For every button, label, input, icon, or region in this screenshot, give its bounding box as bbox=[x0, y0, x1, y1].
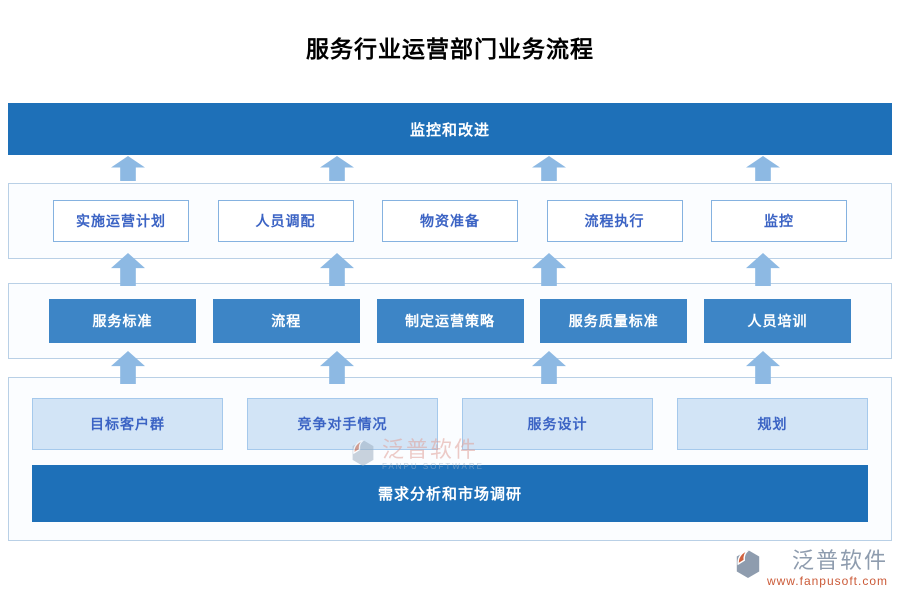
up-arrow-icon bbox=[746, 351, 780, 384]
node-target-customers: 目标客户群 bbox=[32, 398, 223, 450]
research-layer: 目标客户群 竞争对手情况 服务设计 规划 需求分析和市场调研 bbox=[8, 377, 892, 541]
up-arrow-icon bbox=[746, 156, 780, 181]
node-material-prep: 物资准备 bbox=[382, 200, 518, 242]
footer-brand: 泛普软件 bbox=[791, 548, 888, 573]
footer-logo: 泛普软件 www.fanpusoft.com bbox=[734, 548, 888, 588]
up-arrow-icon bbox=[111, 156, 145, 181]
node-demand-analysis: 需求分析和市场调研 bbox=[32, 465, 868, 522]
node-staff-allocation: 人员调配 bbox=[217, 200, 354, 242]
up-arrow-icon bbox=[320, 253, 354, 286]
node-operation-strategy: 制定运营策略 bbox=[376, 299, 524, 343]
node-monitor-improve: 监控和改进 bbox=[8, 103, 892, 155]
up-arrow-icon bbox=[320, 351, 354, 384]
footer-url-link[interactable]: www.fanpusoft.com bbox=[766, 574, 888, 588]
node-planning: 规划 bbox=[677, 398, 868, 450]
node-staff-training: 人员培训 bbox=[704, 299, 851, 343]
node-service-design: 服务设计 bbox=[462, 398, 653, 450]
execution-layer: 实施运营计划 人员调配 物资准备 流程执行 监控 bbox=[8, 183, 892, 259]
up-arrow-icon bbox=[320, 156, 354, 181]
arrow-row-top bbox=[0, 156, 900, 181]
fanpu-logo-icon bbox=[734, 548, 762, 585]
node-service-standard: 服务标准 bbox=[49, 299, 196, 343]
standards-layer: 服务标准 流程 制定运营策略 服务质量标准 人员培训 bbox=[8, 283, 892, 359]
up-arrow-icon bbox=[111, 351, 145, 384]
up-arrow-icon bbox=[746, 253, 780, 286]
node-competitor-info: 竞争对手情况 bbox=[247, 398, 438, 450]
node-monitoring: 监控 bbox=[711, 200, 847, 242]
arrow-row-middle bbox=[0, 253, 900, 286]
node-implement-plan: 实施运营计划 bbox=[53, 200, 189, 242]
up-arrow-icon bbox=[532, 253, 566, 286]
node-process-execution: 流程执行 bbox=[546, 200, 683, 242]
node-quality-standard: 服务质量标准 bbox=[540, 299, 688, 343]
research-row: 目标客户群 竞争对手情况 服务设计 规划 bbox=[9, 398, 891, 450]
page-title: 服务行业运营部门业务流程 bbox=[306, 36, 594, 62]
up-arrow-icon bbox=[532, 156, 566, 181]
arrow-row-bottom bbox=[0, 351, 900, 384]
footer-logo-text: 泛普软件 www.fanpusoft.com bbox=[767, 548, 888, 588]
up-arrow-icon bbox=[532, 351, 566, 384]
up-arrow-icon bbox=[111, 253, 145, 286]
node-process: 流程 bbox=[212, 299, 360, 343]
